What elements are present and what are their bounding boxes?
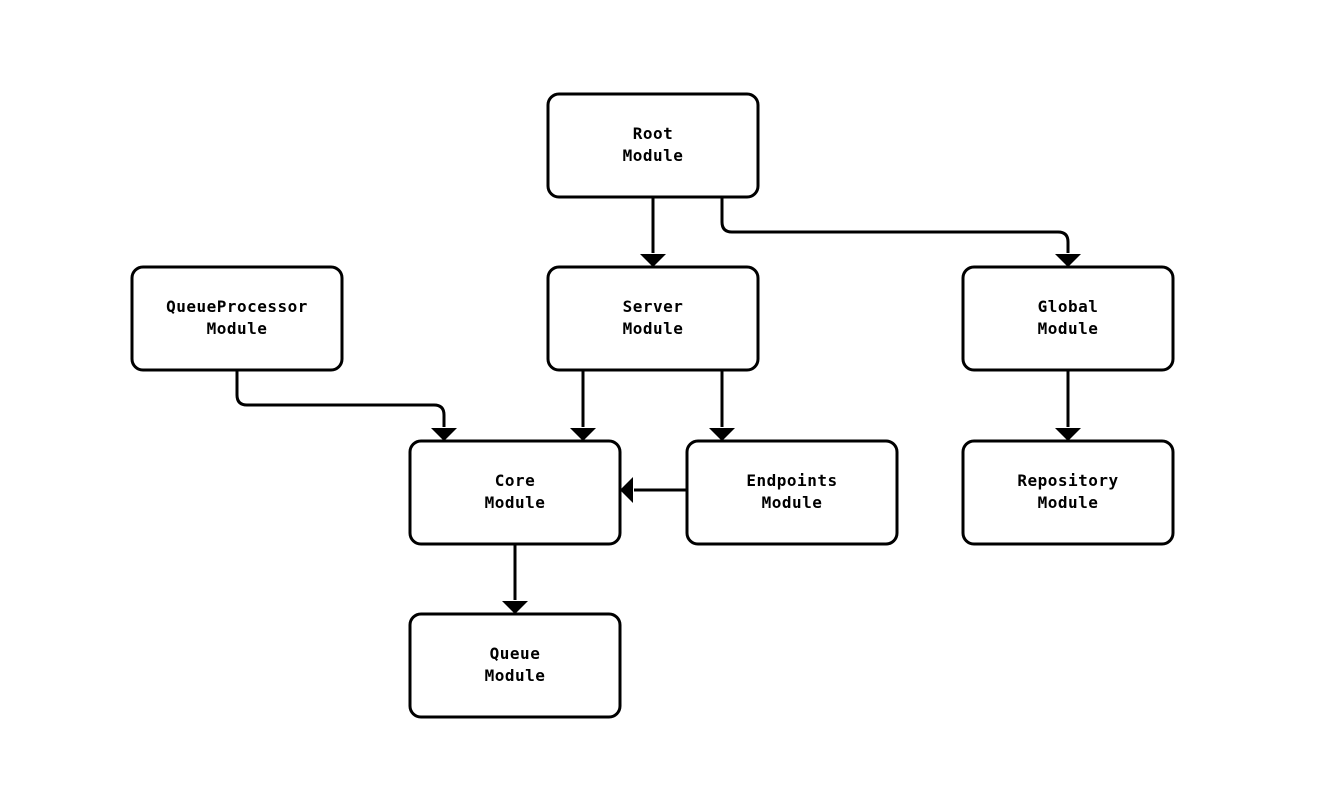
node-label-line2: Module [1038, 493, 1099, 512]
node-box-endpoints[interactable] [685, 439, 899, 546]
edge-line [235, 370, 446, 427]
edge-arrowhead [570, 428, 596, 441]
node-box-repository[interactable] [961, 439, 1175, 546]
node-box-queueprocessor[interactable] [130, 265, 344, 372]
edge-arrowhead [1055, 428, 1081, 441]
edge-arrowhead [640, 254, 666, 267]
node-label-line1: QueueProcessor [166, 297, 308, 316]
node-label-line1: Server [623, 297, 684, 316]
edge-global-to-repository [1055, 370, 1081, 441]
edge-arrowhead [709, 428, 735, 441]
node-label-line1: Core [495, 471, 536, 490]
node-label-line2: Module [485, 666, 546, 685]
edge-endpoints-to-core [620, 477, 687, 503]
edge-arrowhead [502, 601, 528, 614]
node-box-queue[interactable] [408, 612, 622, 719]
edges-layer [235, 197, 1081, 614]
edge-root-to-global [720, 197, 1081, 267]
node-label-line1: Queue [490, 644, 541, 663]
node-box-core[interactable] [408, 439, 622, 546]
node-box-server[interactable] [546, 265, 760, 372]
node-label-line1: Repository [1017, 471, 1118, 490]
node-label-line2: Module [762, 493, 823, 512]
edge-arrowhead [431, 428, 457, 441]
edge-root-to-server [640, 197, 666, 267]
node-label-line2: Module [207, 319, 268, 338]
edge-core-to-queue [502, 544, 528, 614]
edge-queueprocessor-to-core [235, 370, 457, 441]
node-label-line1: Endpoints [746, 471, 837, 490]
node-box-root[interactable] [546, 92, 760, 199]
node-label-line1: Global [1038, 297, 1099, 316]
node-label-line2: Module [1038, 319, 1099, 338]
node-label-line2: Module [485, 493, 546, 512]
edge-server-to-core [570, 370, 596, 441]
nodes-layer: RootModuleQueueProcessorModuleServerModu… [130, 92, 1175, 719]
node-box-global[interactable] [961, 265, 1175, 372]
edge-arrowhead [1055, 254, 1081, 267]
node-label-line2: Module [623, 319, 684, 338]
edge-arrowhead [620, 477, 633, 503]
node-label-line2: Module [623, 146, 684, 165]
edge-line [720, 197, 1070, 253]
node-label-line1: Root [633, 124, 674, 143]
edge-server-to-endpoints [709, 370, 735, 441]
